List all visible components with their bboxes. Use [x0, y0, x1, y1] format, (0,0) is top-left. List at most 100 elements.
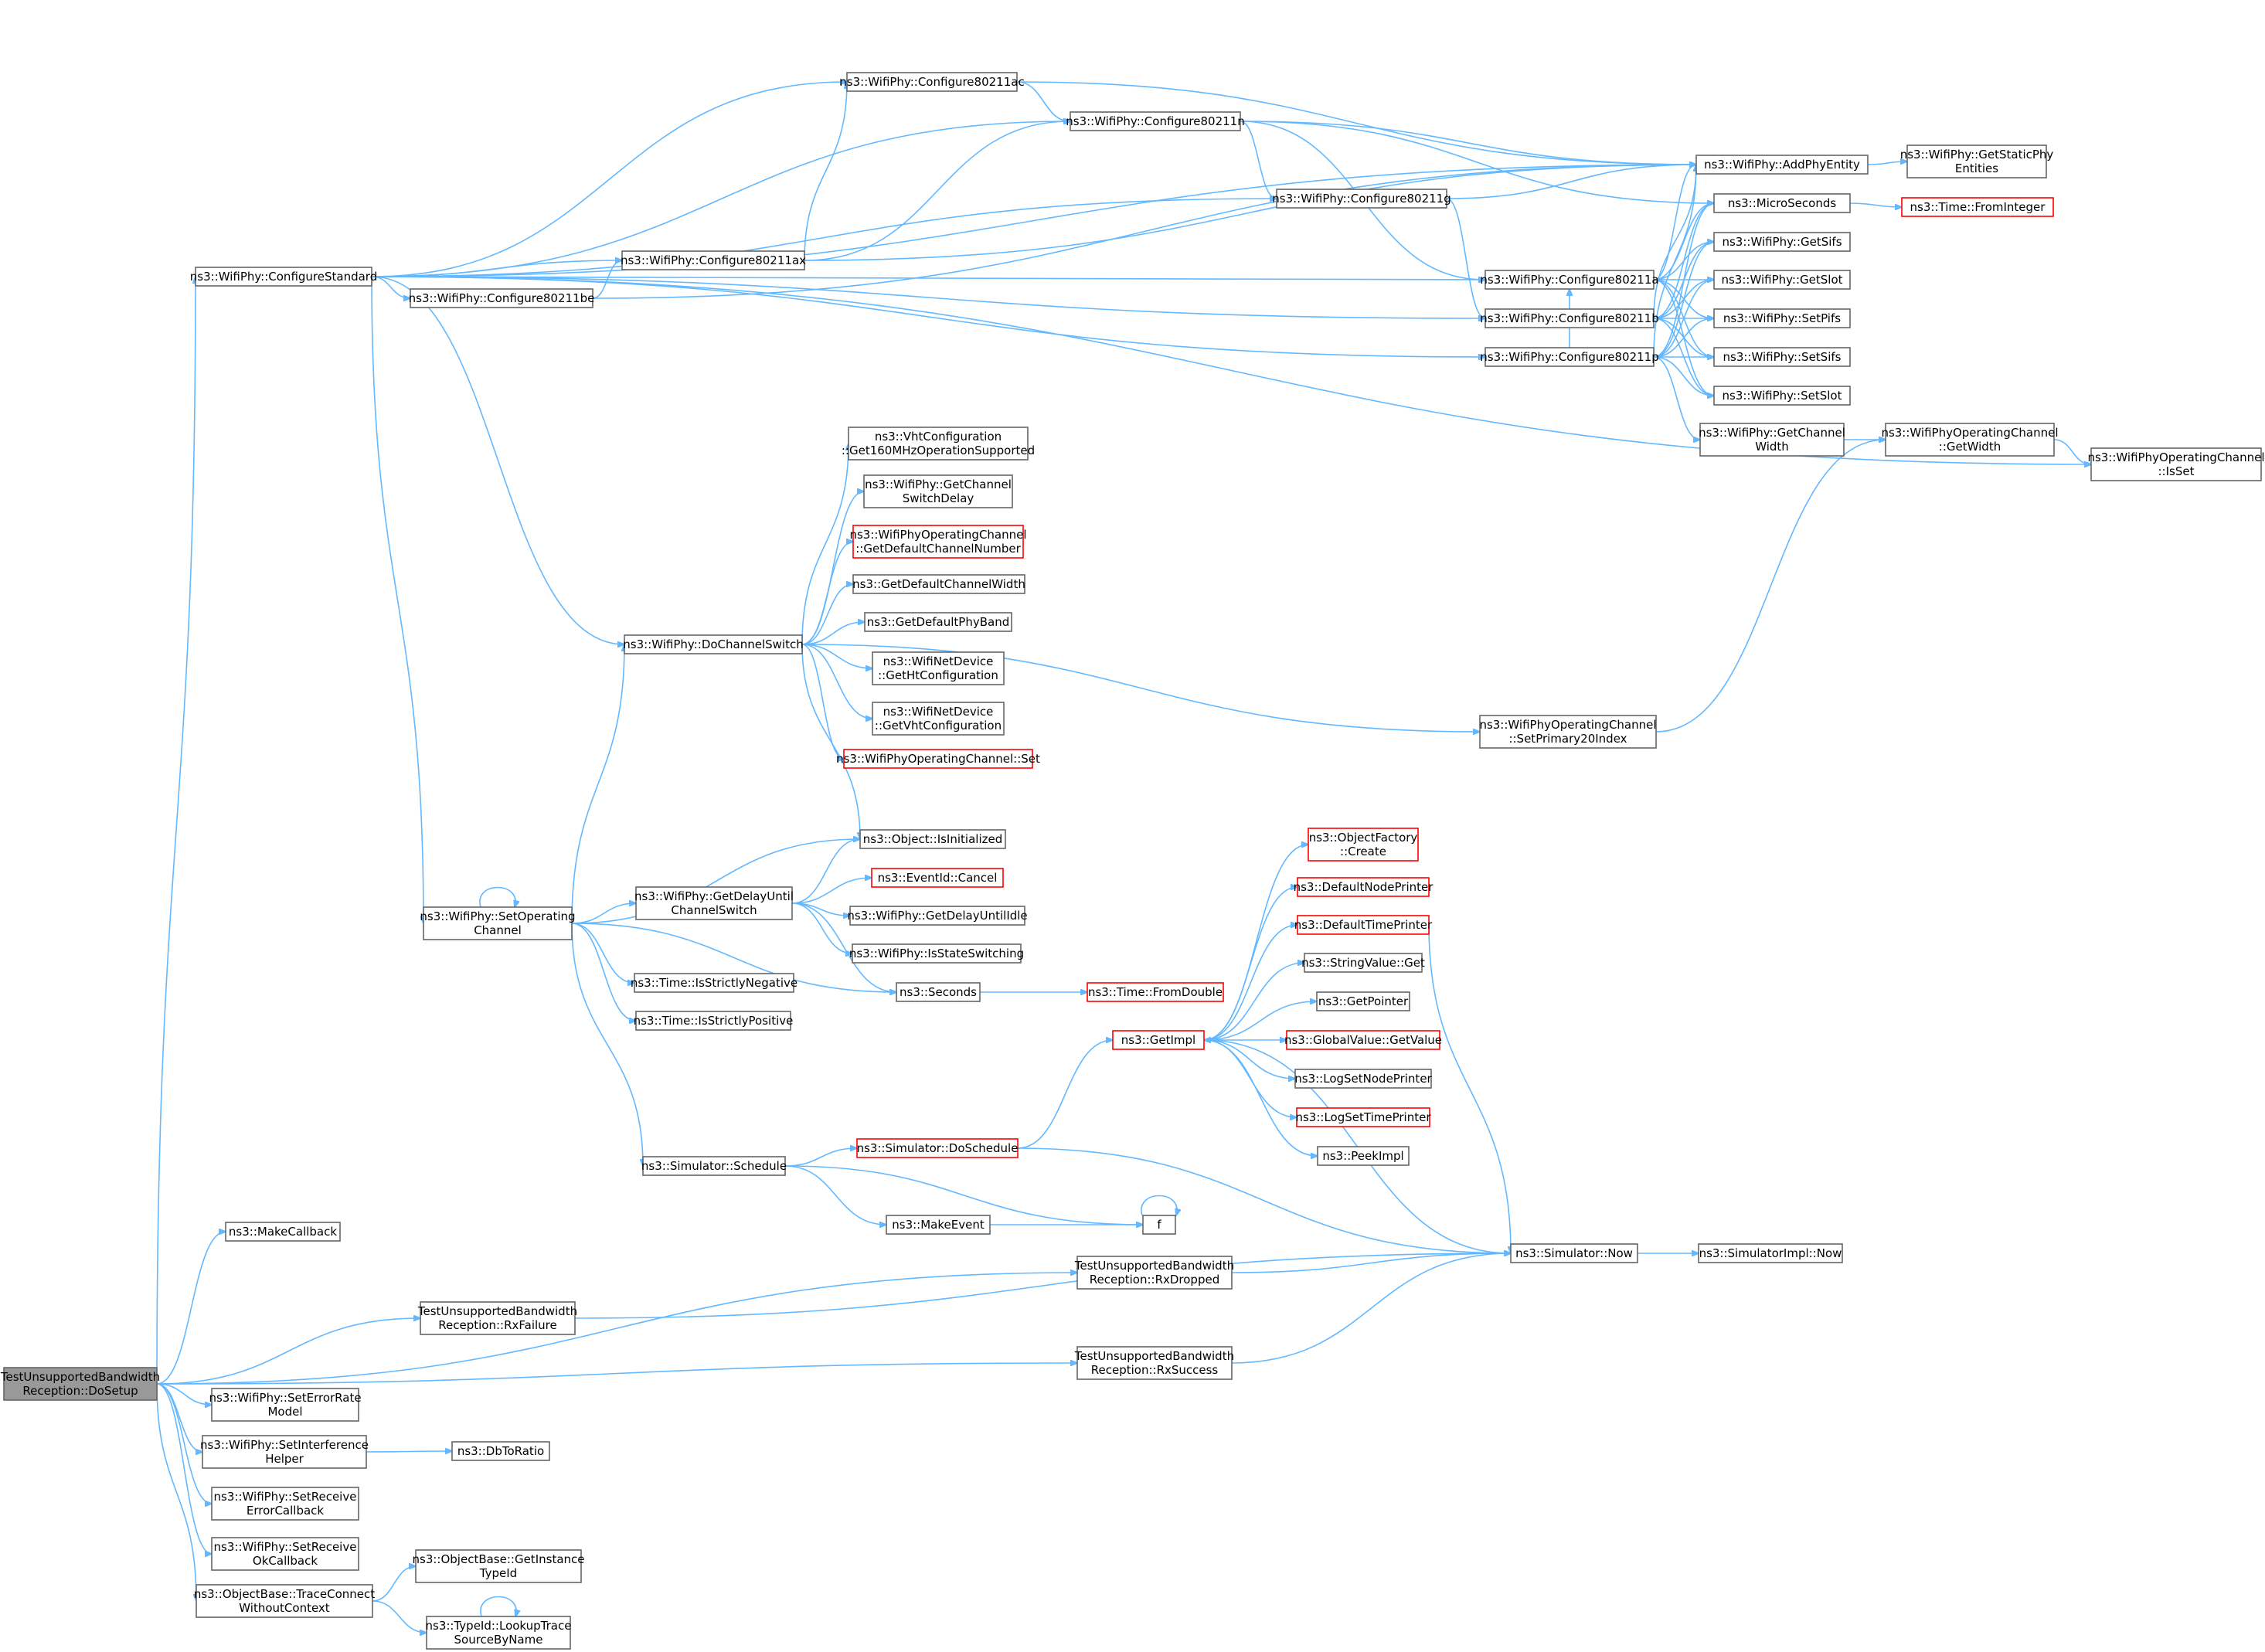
node-be[interactable]: ns3::WifiPhy::Configure80211be — [409, 288, 595, 308]
node-cfgstd[interactable]: ns3::WifiPhy::ConfigureStandard — [190, 267, 377, 287]
node-box — [856, 1138, 1019, 1158]
node-isset[interactable]: ns3::WifiPhyOperatingChannel::IsSet — [2087, 447, 2265, 481]
node-box — [1713, 386, 1851, 406]
node-getptr[interactable]: ns3::GetPointer — [1316, 991, 1410, 1011]
node-b[interactable]: ns3::WifiPhy::Configure80211b — [1480, 308, 1659, 328]
node-mkevent[interactable]: ns3::MakeEvent — [886, 1215, 991, 1235]
node-isstate[interactable]: ns3::WifiPhy::IsStateSwitching — [849, 943, 1024, 964]
node-setpifs[interactable]: ns3::WifiPhy::SetPifs — [1713, 308, 1851, 328]
node-defchn[interactable]: ns3::WifiPhyOperatingChannel::GetDefault… — [849, 525, 1027, 559]
node-pos[interactable]: ns3::Time::IsStrictlyPositive — [634, 1011, 794, 1031]
node-box — [1317, 1146, 1410, 1166]
node-prim20[interactable]: ns3::WifiPhyOperatingChannel::SetPrimary… — [1479, 715, 1657, 749]
node-box — [642, 1156, 786, 1176]
node-label: ns3::WifiNetDevice — [883, 705, 994, 719]
node-label: ns3::GlobalValue::GetValue — [1284, 1033, 1442, 1047]
edge-cfgstd-to-a — [371, 276, 1485, 280]
node-lstp[interactable]: ns3::LogSetTimePrinter — [1295, 1107, 1431, 1127]
node-lsnp[interactable]: ns3::LogSetNodePrinter — [1294, 1069, 1433, 1089]
node-ac[interactable]: ns3::WifiPhy::Configure80211ac — [839, 72, 1025, 92]
node-peek[interactable]: ns3::PeekImpl — [1317, 1146, 1410, 1166]
node-fromint[interactable]: ns3::Time::FromInteger — [1901, 197, 2054, 217]
node-label: ns3::WifiPhy::SetSlot — [1723, 389, 1842, 403]
node-cancel[interactable]: ns3::EventId::Cancel — [871, 868, 1004, 888]
node-getimpl[interactable]: ns3::GetImpl — [1112, 1030, 1205, 1050]
node-label: ns3::EventId::Cancel — [878, 871, 998, 885]
node-addphy[interactable]: ns3::WifiPhy::AddPhyEntity — [1695, 155, 1869, 175]
node-getslot[interactable]: ns3::WifiPhy::GetSlot — [1713, 270, 1851, 290]
node-simnow[interactable]: ns3::Simulator::Now — [1510, 1243, 1638, 1263]
node-rxdrop[interactable]: TestUnsupportedBandwidthReception::RxDro… — [1074, 1256, 1234, 1290]
node-vhtcfg[interactable]: ns3::WifiNetDevice::GetVhtConfiguration — [872, 702, 1005, 736]
node-rxsucc[interactable]: TestUnsupportedBandwidthReception::RxSuc… — [1074, 1346, 1234, 1380]
node-getsifs[interactable]: ns3::WifiPhy::GetSifs — [1713, 232, 1851, 252]
edge-g-to-addphy — [1446, 165, 1696, 199]
node-box — [1297, 877, 1430, 897]
edge-setop-to-sched — [571, 923, 643, 1166]
node-box — [852, 574, 1025, 594]
node-label: ns3::WifiPhy::GetSlot — [1721, 273, 1842, 287]
edge-getimpl-to-getptr — [1203, 1001, 1317, 1041]
node-rxfail[interactable]: TestUnsupportedBandwidthReception::RxFai… — [417, 1301, 577, 1335]
edge-root-to-errmodel — [156, 1383, 212, 1405]
node-dtp[interactable]: ns3::DefaultTimePrinter — [1294, 915, 1433, 935]
node-p[interactable]: ns3::WifiPhy::Configure80211p — [1480, 347, 1659, 367]
node-dnp[interactable]: ns3::DefaultNodePrinter — [1294, 877, 1434, 897]
node-gvget[interactable]: ns3::GlobalValue::GetValue — [1284, 1030, 1442, 1050]
node-trace[interactable]: ns3::ObjectBase::TraceConnectWithoutCont… — [194, 1584, 375, 1618]
node-sched[interactable]: ns3::Simulator::Schedule — [641, 1156, 787, 1176]
node-n[interactable]: ns3::WifiPhy::Configure80211n — [1066, 111, 1245, 131]
edge-docs-to-defchw — [801, 584, 853, 645]
node-defband[interactable]: ns3::GetDefaultPhyBand — [864, 612, 1012, 632]
node-defchw[interactable]: ns3::GetDefaultChannelWidth — [852, 574, 1025, 594]
edge-cfgstd-to-ac — [371, 82, 847, 277]
node-htcfg[interactable]: ns3::WifiNetDevice::GetHtConfiguration — [872, 651, 1005, 685]
node-ax[interactable]: ns3::WifiPhy::Configure80211ax — [621, 250, 806, 270]
node-idle[interactable]: ns3::WifiPhy::GetDelayUntilIdle — [847, 906, 1028, 926]
node-ocset[interactable]: ns3::WifiPhyOperatingChannel::Set — [836, 749, 1040, 769]
node-isinit[interactable]: ns3::Object::IsInitialized — [859, 829, 1006, 849]
node-f[interactable]: f — [1142, 1215, 1176, 1235]
node-setsifs[interactable]: ns3::WifiPhy::SetSifs — [1713, 347, 1851, 367]
node-a[interactable]: ns3::WifiPhy::Configure80211a — [1480, 270, 1659, 290]
node-label: TestUnsupportedBandwidth — [0, 1370, 160, 1384]
node-g[interactable]: ns3::WifiPhy::Configure80211g — [1272, 189, 1451, 209]
node-label: WithoutContext — [239, 1601, 330, 1615]
node-box — [846, 72, 1018, 92]
node-root[interactable]: TestUnsupportedBandwidthReception::DoSet… — [0, 1367, 160, 1401]
node-label: ::Get160MHzOperationSupported — [842, 444, 1035, 457]
node-label: ns3::Time::FromDouble — [1088, 985, 1223, 999]
node-objf[interactable]: ns3::ObjectFactory::Create — [1308, 828, 1419, 862]
node-getwidth[interactable]: ns3::WifiPhyOperatingChannel::GetWidth — [1881, 423, 2059, 457]
edge-trace-to-getinst — [372, 1566, 416, 1602]
node-setslot[interactable]: ns3::WifiPhy::SetSlot — [1713, 386, 1851, 406]
node-neg[interactable]: ns3::Time::IsStrictlyNegative — [631, 973, 798, 993]
node-fromdbl[interactable]: ns3::Time::FromDouble — [1087, 982, 1224, 1002]
node-box — [1906, 144, 2047, 178]
node-label: ::GetDefaultChannelNumber — [855, 542, 1021, 556]
node-dosched[interactable]: ns3::Simulator::DoSchedule — [856, 1138, 1019, 1158]
node-dbtoratio[interactable]: ns3::DbToRatio — [451, 1441, 550, 1461]
node-mkcb[interactable]: ns3::MakeCallback — [225, 1222, 341, 1242]
node-vht160[interactable]: ns3::VhtConfiguration::Get160MHzOperatio… — [842, 427, 1035, 461]
node-box — [1070, 111, 1241, 131]
node-implnow[interactable]: ns3::SimulatorImpl::Now — [1698, 1243, 1843, 1263]
edge-p-to-getchw — [1653, 356, 1700, 440]
node-docs[interactable]: ns3::WifiPhy::DoChannelSwitch — [623, 634, 804, 654]
node-micro[interactable]: ns3::MicroSeconds — [1713, 193, 1851, 213]
node-svget[interactable]: ns3::StringValue::Get — [1301, 953, 1425, 973]
node-seconds[interactable]: ns3::Seconds — [896, 982, 981, 1002]
node-label: Reception::RxDropped — [1090, 1273, 1219, 1287]
node-label: ns3::WifiPhy::AddPhyEntity — [1704, 158, 1860, 172]
